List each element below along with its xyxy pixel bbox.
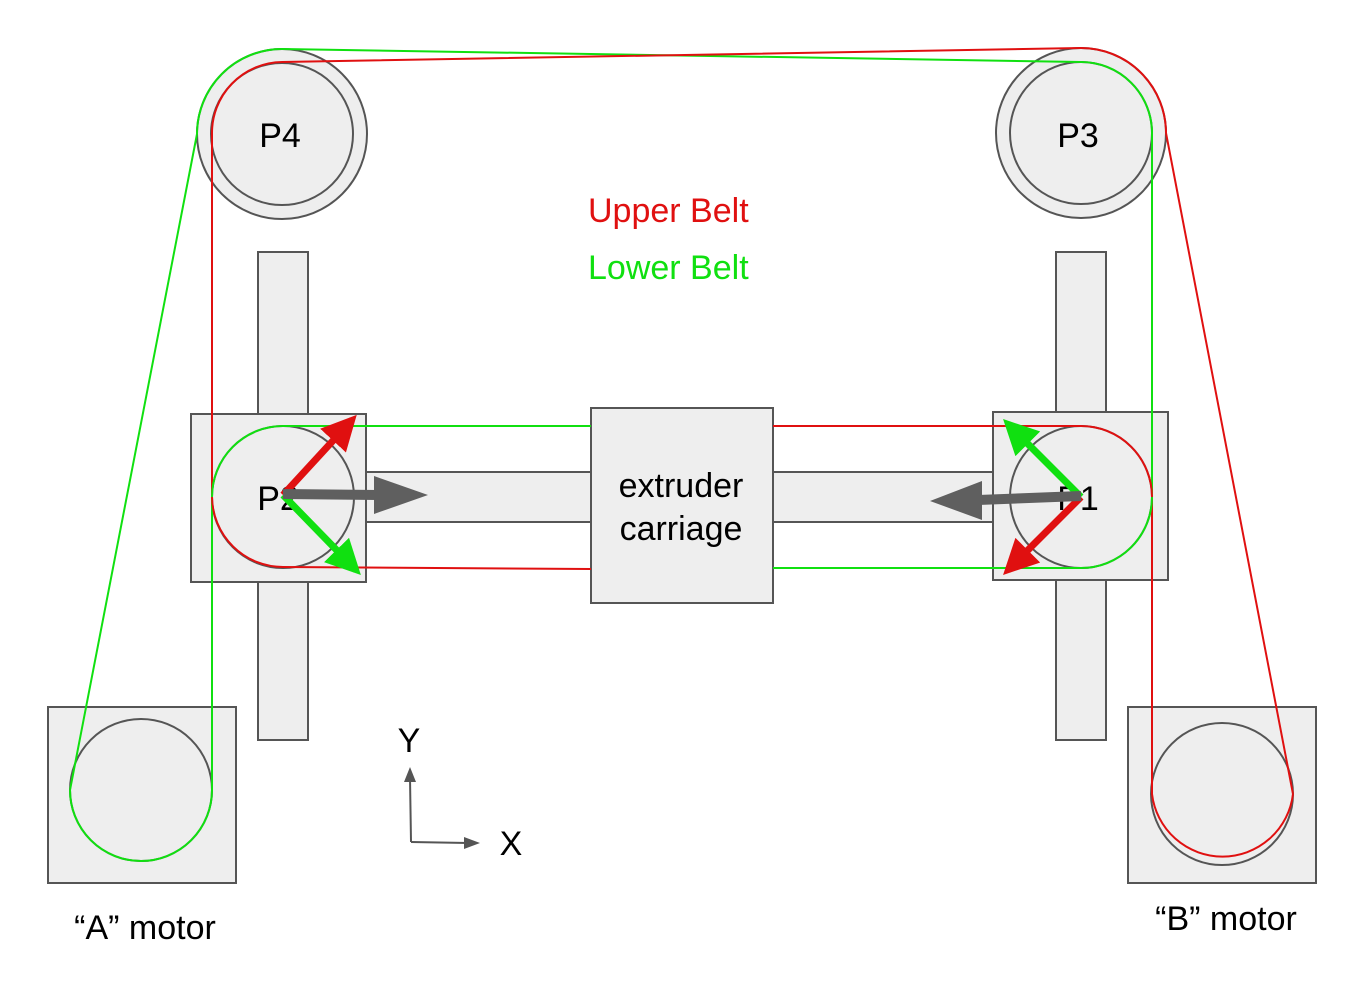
extruder-carriage — [590, 407, 774, 604]
p2-upper-force-arrow — [280, 414, 357, 498]
pulley-p3 — [995, 47, 1167, 219]
carriage-label-line2: carriage — [620, 510, 743, 548]
upper-belt-wrap-p1 — [1080, 425, 1153, 498]
upper-belt-wrap-p4 — [210, 61, 283, 135]
y-axis-label: Y — [398, 722, 421, 760]
motor-b — [1127, 706, 1317, 884]
y-axis-arrowhead — [404, 767, 416, 782]
legend-upper-belt: Upper Belt — [588, 192, 749, 230]
p1-resultant-arrow-head — [930, 481, 982, 520]
p2-resultant-arrow-head — [374, 476, 428, 514]
axes-indicator: Y X — [398, 722, 523, 863]
x-axis-line — [410, 841, 469, 844]
carriage-label-line1: extruder — [619, 467, 744, 505]
motor-a-label: “A” motor — [74, 909, 216, 947]
pulley-p3-label: P3 — [1057, 117, 1099, 155]
upper-belt-path — [211, 47, 1294, 795]
legend-lower-belt: Lower Belt — [588, 249, 749, 287]
motor-a — [47, 706, 237, 884]
upper-belt-wrap-p2 — [211, 496, 284, 568]
lower-belt-wrap-motor-a — [69, 789, 213, 862]
p1-upper-force-arrow — [1003, 494, 1084, 575]
x-axis-label: X — [500, 825, 523, 863]
pulley-p4 — [196, 48, 368, 220]
upper-belt-wrap-p3 — [1080, 47, 1167, 134]
lower-belt-wrap-p2 — [211, 425, 284, 498]
motor-b-label: “B” motor — [1155, 900, 1297, 938]
pulley-p4-label: P4 — [259, 117, 301, 155]
p2-lower-force-arrow — [280, 492, 361, 576]
lower-belt-wrap-p4 — [196, 48, 283, 135]
lower-belt-path — [69, 48, 1153, 791]
lower-belt-wrap-p3 — [1080, 61, 1153, 134]
p1-resultant-arrow-shaft — [977, 491, 1082, 505]
p2-resultant-arrow-shaft — [282, 489, 379, 500]
lower-belt-wrap-p1 — [1080, 496, 1153, 569]
upper-belt-wrap-motor-b — [1151, 793, 1294, 858]
p1-lower-force-arrow — [1003, 419, 1084, 500]
y-axis-line — [409, 777, 412, 843]
x-axis-arrowhead — [464, 837, 480, 849]
